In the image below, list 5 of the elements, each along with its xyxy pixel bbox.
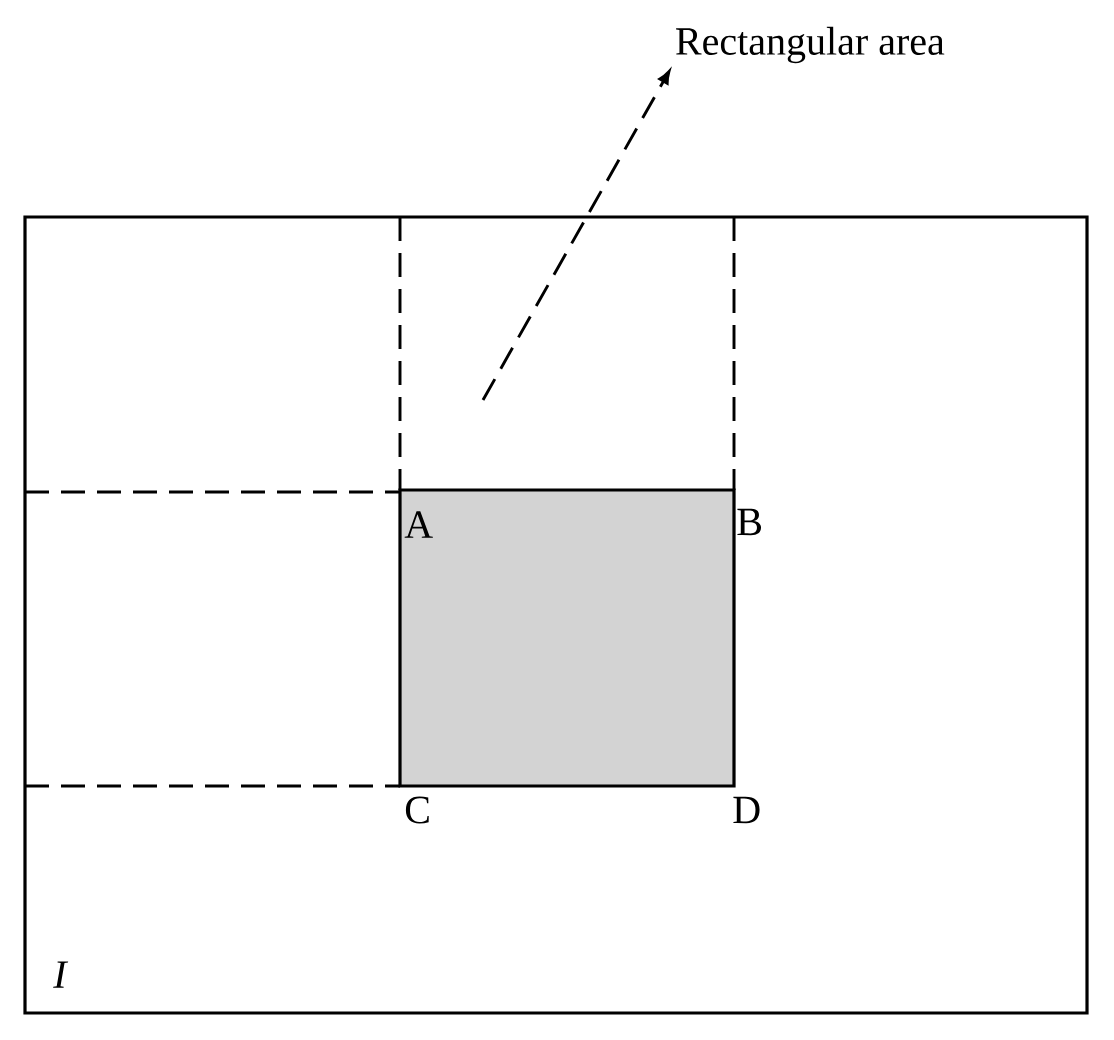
corner-label: B bbox=[737, 508, 761, 536]
corner-label: D bbox=[733, 796, 760, 824]
shaded-rectangle: A bbox=[398, 488, 736, 788]
corner-label: C bbox=[405, 796, 429, 824]
callout-text: Rectangular area bbox=[676, 26, 945, 64]
